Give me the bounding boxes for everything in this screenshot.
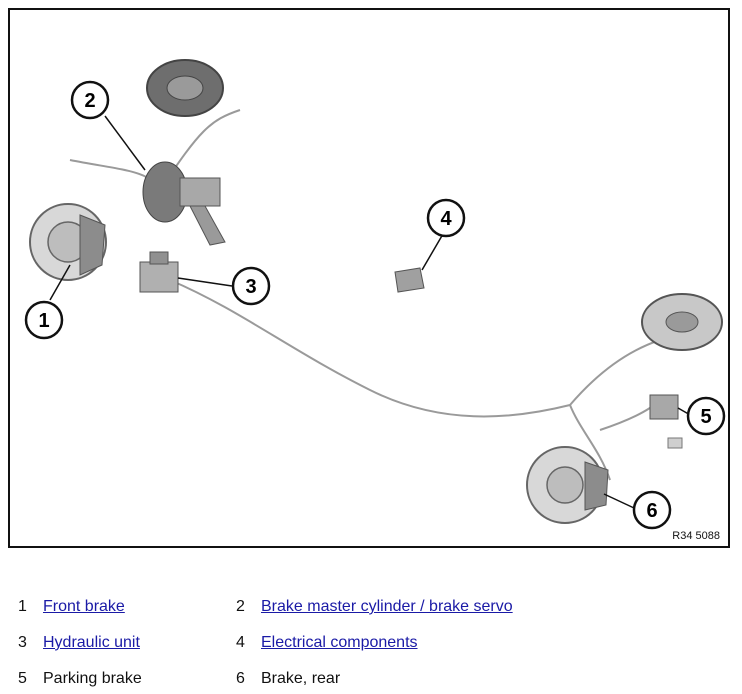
- hydraulic-unit-part: [139, 251, 179, 293]
- legend-number: 2: [236, 598, 245, 615]
- hydraulic-unit-link[interactable]: Hydraulic unit: [43, 634, 140, 651]
- callout-1-label: 1: [38, 310, 49, 332]
- brake-system-diagram: 1 2 3 4 5 6 R34 5088: [8, 8, 730, 548]
- callout-5-label: 5: [700, 406, 711, 428]
- rear-right-brake-part: [641, 293, 723, 351]
- callout-4-label: 4: [440, 208, 452, 230]
- master-cylinder-part: [142, 161, 226, 246]
- callout-3-label: 3: [245, 276, 256, 298]
- callout-2-label: 2: [84, 90, 95, 112]
- brake-line-rear-right: [569, 339, 661, 406]
- callout-3: 3: [231, 266, 271, 306]
- callout-2: 2: [70, 80, 110, 120]
- legend-number: 3: [18, 634, 27, 651]
- callout-1: 1: [24, 300, 64, 340]
- brake-line-main: [169, 279, 571, 418]
- callout-4: 4: [426, 198, 466, 238]
- parking-brake-part: [649, 394, 683, 449]
- callout-5: 5: [686, 396, 726, 436]
- legend-number: 1: [18, 598, 27, 615]
- callout-6-label: 6: [646, 500, 657, 522]
- front-brake-part: [29, 203, 107, 281]
- front-right-brake-part: [146, 59, 224, 117]
- legend-number: 4: [236, 634, 245, 651]
- callout-6: 6: [632, 490, 672, 530]
- legend-number: 5: [18, 670, 27, 687]
- rear-brake-part: [526, 446, 609, 524]
- legend-number: 6: [236, 670, 245, 687]
- diagram-drawing: 1 2 3 4 5 6: [24, 59, 726, 530]
- parking-brake-label: Parking brake: [43, 670, 142, 687]
- electrical-component-part: [394, 267, 425, 293]
- rear-brake-label: Brake, rear: [261, 670, 341, 687]
- figure-reference: R34 5088: [672, 530, 720, 542]
- front-brake-link[interactable]: Front brake: [43, 598, 125, 615]
- master-cylinder-link[interactable]: Brake master cylinder / brake servo: [261, 598, 513, 615]
- electrical-components-link[interactable]: Electrical components: [261, 634, 418, 651]
